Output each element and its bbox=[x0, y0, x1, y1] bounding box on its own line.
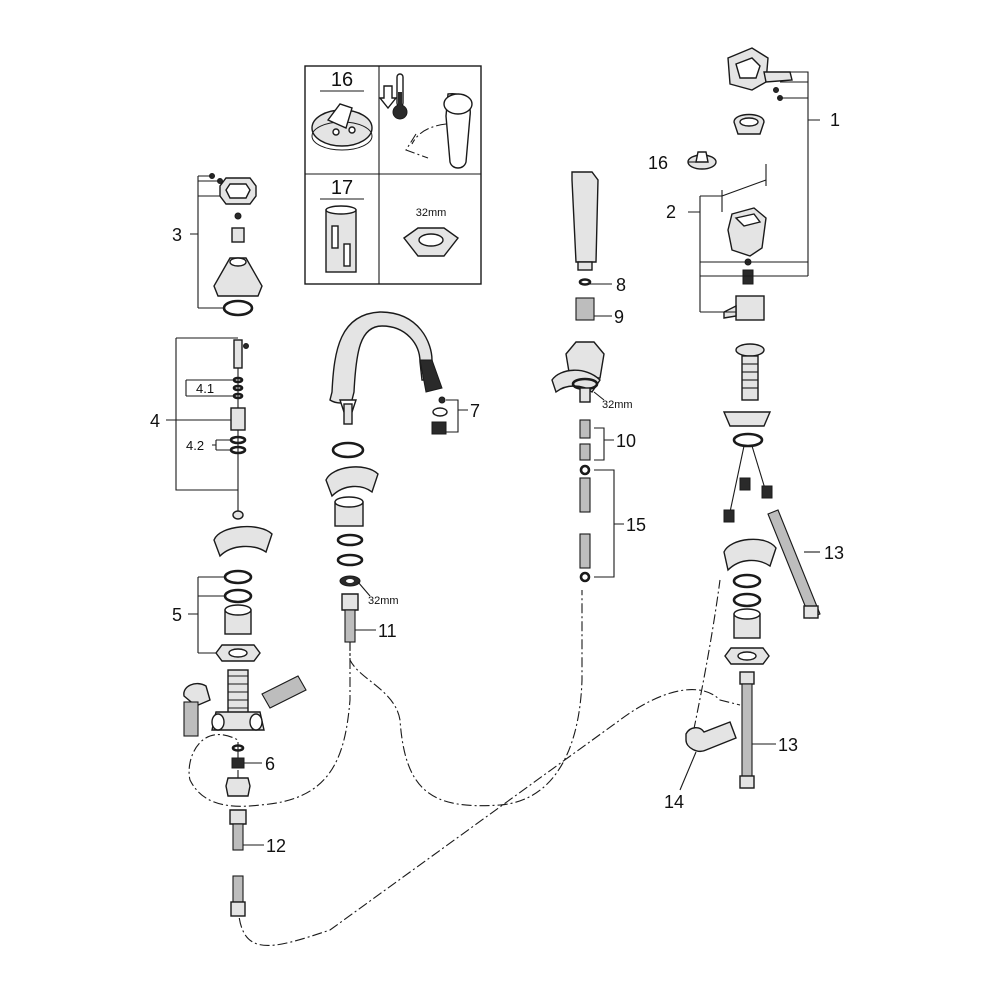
label-part-4-1: 4.1 bbox=[196, 381, 214, 396]
label-part-6: 6 bbox=[265, 754, 275, 774]
right-valve-assembly bbox=[685, 47, 821, 789]
label-part-5: 5 bbox=[172, 605, 182, 625]
label-part-15: 15 bbox=[626, 515, 646, 535]
label-part-13-lower: 13 bbox=[778, 735, 798, 755]
label-part-3: 3 bbox=[172, 225, 182, 245]
parts-info-box: 16 17 bbox=[304, 65, 482, 285]
label-part-4-2: 4.2 bbox=[186, 438, 204, 453]
thermometer-icon bbox=[392, 73, 408, 120]
label-part-8: 8 bbox=[616, 275, 626, 295]
lever-handle-icon bbox=[405, 93, 473, 169]
label-part-12: 12 bbox=[266, 836, 286, 856]
box-label-17: 17 bbox=[331, 177, 353, 199]
box-label-16: 16 bbox=[331, 69, 353, 91]
left-valve-assembly bbox=[183, 173, 307, 917]
handshower-dimension-label: 32mm bbox=[602, 399, 633, 411]
label-part-14: 14 bbox=[664, 792, 684, 812]
label-part-1: 1 bbox=[830, 110, 840, 130]
leader-lines bbox=[166, 71, 820, 846]
label-part-7: 7 bbox=[470, 401, 480, 421]
cartridge-insert-part bbox=[325, 205, 357, 273]
spout-assembly: 32mm bbox=[325, 311, 448, 643]
temperature-limiter-part bbox=[311, 103, 373, 151]
label-part-9: 9 bbox=[614, 307, 624, 327]
label-part-2: 2 bbox=[666, 202, 676, 222]
label-part-11: 11 bbox=[378, 621, 397, 641]
label-part-13-upper: 13 bbox=[824, 543, 844, 563]
spout-dimension-label: 32mm bbox=[368, 595, 399, 607]
handshower-assembly: 32mm bbox=[551, 171, 633, 583]
part-number-labels: 1 2 3 4 4.1 4.2 5 6 7 8 9 10 11 12 13 13… bbox=[150, 110, 844, 856]
wrench-size-label: 32mm bbox=[416, 207, 447, 219]
label-part-16: 16 bbox=[648, 153, 668, 173]
wrench-ring-part: 32mm bbox=[402, 207, 460, 257]
arrow-down-icon bbox=[378, 85, 398, 110]
label-part-4: 4 bbox=[150, 411, 160, 431]
label-part-10: 10 bbox=[616, 431, 636, 451]
